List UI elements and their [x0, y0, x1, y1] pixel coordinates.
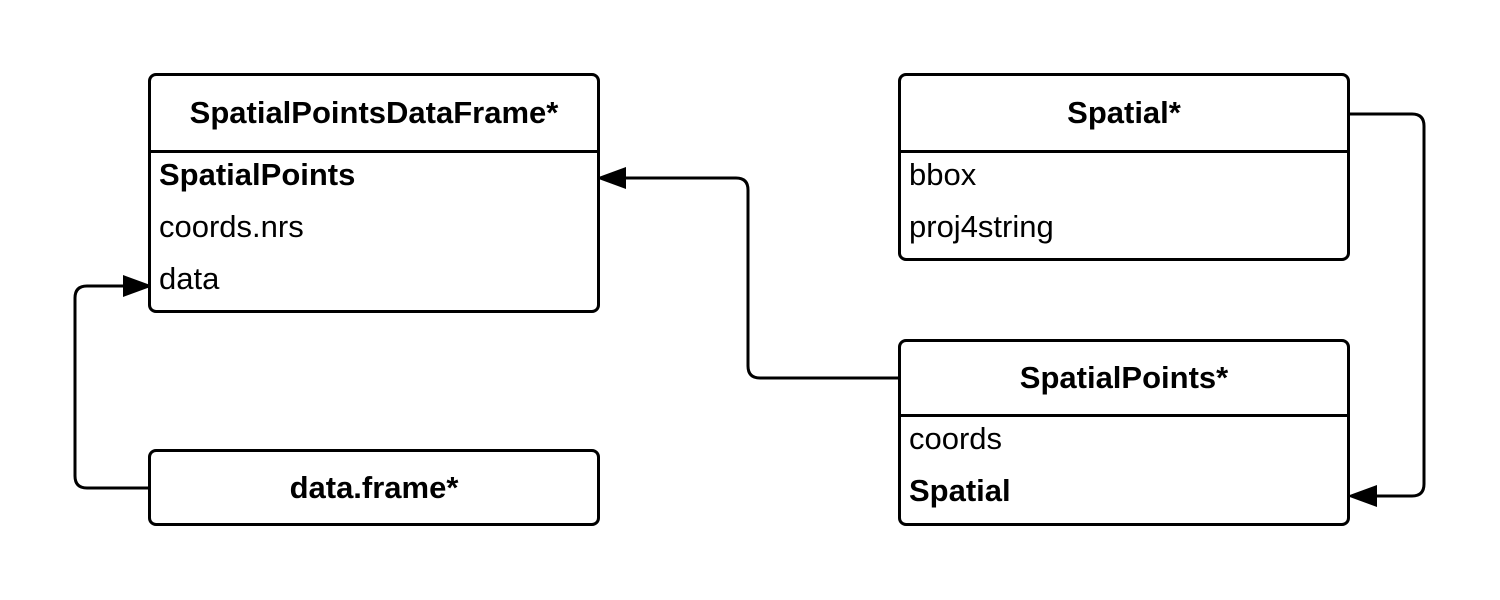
- field-spatialpoints: SpatialPoints: [159, 157, 356, 192]
- arrowhead-spatialpoints-spatial: [1347, 485, 1377, 507]
- class-box-spatialpoints: SpatialPoints* coords Spatial: [898, 339, 1350, 526]
- arrowhead-spdf-data: [123, 275, 153, 297]
- class-title: SpatialPointsDataFrame*: [151, 76, 597, 153]
- class-title: Spatial*: [901, 76, 1347, 153]
- class-box-spatialpointsdataframe: SpatialPointsDataFrame* SpatialPoints co…: [148, 73, 600, 313]
- class-fields: coords Spatial: [901, 417, 1347, 523]
- class-box-dataframe: data.frame*: [148, 449, 600, 526]
- connector-dataframe-to-spdf: [73, 284, 150, 490]
- class-title: SpatialPoints*: [901, 342, 1347, 417]
- field-spatial: Spatial: [909, 473, 1011, 508]
- arrowhead-spdf-spatialpoints: [596, 167, 626, 189]
- class-fields: SpatialPoints coords.nrs data: [151, 153, 597, 310]
- class-title: data.frame*: [289, 469, 459, 505]
- class-fields: bbox proj4string: [901, 153, 1347, 258]
- field-data: data: [159, 261, 220, 296]
- connector-spatialpoints-to-spdf: [622, 176, 905, 380]
- field-bbox: bbox: [909, 157, 977, 192]
- field-coords-nrs: coords.nrs: [159, 209, 304, 244]
- field-proj4string: proj4string: [909, 209, 1054, 244]
- class-box-spatial: Spatial* bbox proj4string: [898, 73, 1350, 261]
- connector-spatial-to-spatialpoints: [1344, 112, 1426, 498]
- field-coords: coords: [909, 421, 1003, 456]
